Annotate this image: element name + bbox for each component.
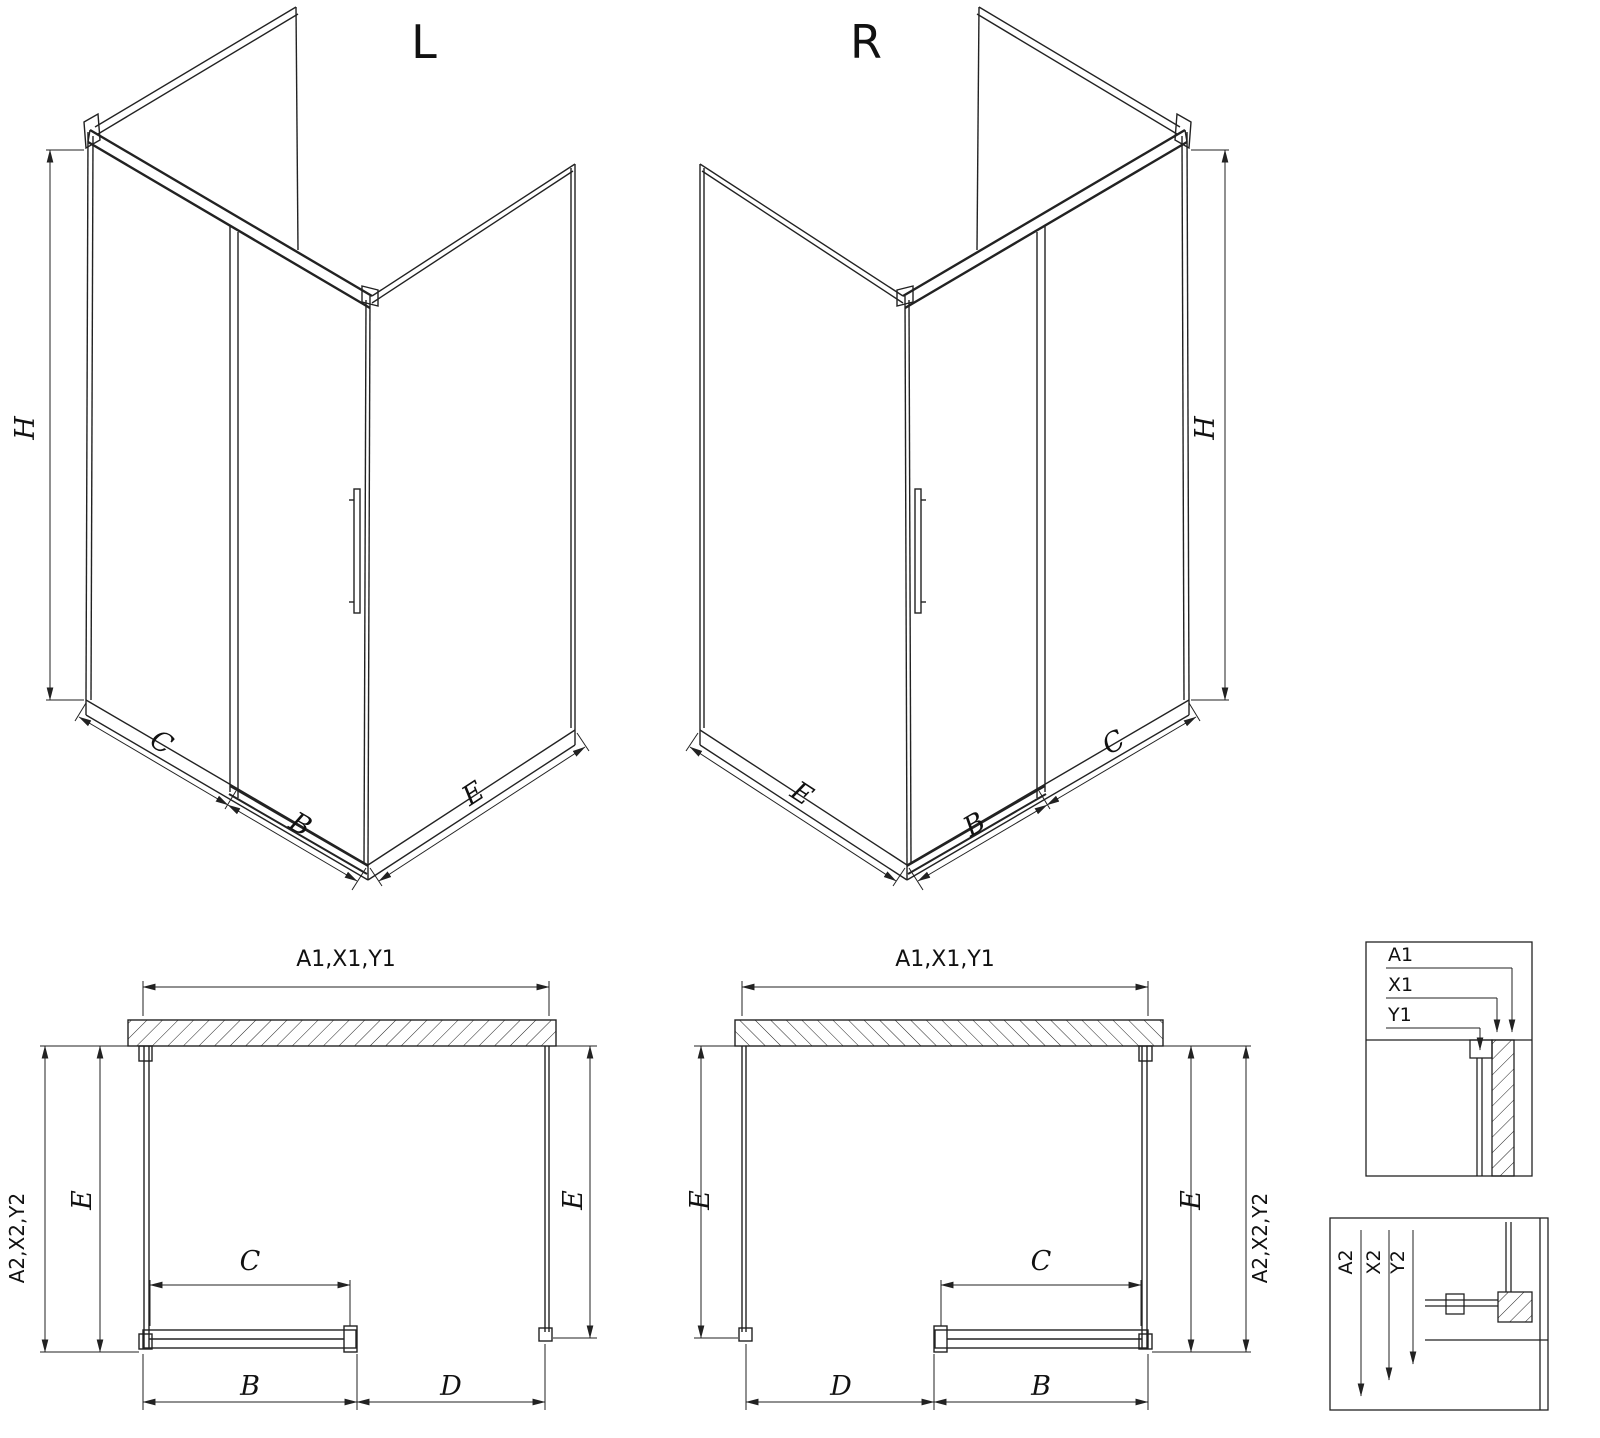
detail-label-y2: Y2 (1387, 1250, 1409, 1275)
detail-leaders (1357, 1230, 1417, 1397)
door-handle (349, 488, 361, 614)
dim-label-a1: A1,X1,Y1 (895, 947, 995, 972)
plan-view-left-geometry (40, 981, 597, 1410)
wall-bracket (83, 112, 101, 150)
dim-label-e: E (558, 1190, 589, 1211)
dim-label-a2: A2,X2,Y2 (1248, 1193, 1272, 1284)
dimension-depth (369, 732, 590, 887)
detail-label-y1: Y1 (1387, 1004, 1412, 1026)
iso-view-left-geometry (46, 6, 590, 891)
dimension-a1 (142, 981, 550, 1016)
detail-label-a2: A2 (1335, 1249, 1357, 1274)
left-glass-plan (138, 1045, 153, 1350)
view-title-right: R (850, 15, 882, 69)
dimension-width-chain (74, 702, 367, 891)
wall-section-hatched (1491, 1039, 1515, 1177)
dim-label-b: B (239, 1371, 260, 1402)
dim-label-h: H (1190, 416, 1221, 441)
top-rail (83, 112, 373, 310)
dimension-c (149, 1280, 351, 1326)
dim-label-h: H (10, 416, 41, 441)
detail-frame (1329, 1217, 1549, 1411)
dim-label-b: B (1030, 1371, 1051, 1402)
dim-label-c: C (240, 1246, 261, 1277)
sliding-door-plan (142, 1325, 358, 1353)
dimension-b-d (142, 1344, 546, 1410)
dim-label-a1: A1,X1,Y1 (296, 947, 396, 972)
dim-label-e: E (1176, 1190, 1207, 1211)
detail-frame (1365, 941, 1533, 1177)
view-title-left: L (411, 15, 437, 69)
dimension-height (46, 149, 84, 701)
wall-section-hatched (127, 1019, 557, 1047)
detail-label-x1: X1 (1388, 974, 1413, 996)
roller-fitting (1445, 1293, 1465, 1315)
right-glass-plan (538, 1046, 553, 1342)
dimension-e-left-a2 (40, 1045, 139, 1353)
detail-leaders (1386, 967, 1516, 1051)
dim-label-d: D (829, 1371, 852, 1402)
wall-profile-hatched (1497, 1291, 1533, 1323)
detail-view-bottom (1329, 1217, 1549, 1411)
corner-post (361, 285, 379, 866)
dim-label-e: E (67, 1190, 98, 1211)
dimension-e-right (553, 1045, 597, 1339)
detail-label-x2: X2 (1363, 1249, 1385, 1274)
detail-label-a1: A1 (1388, 944, 1413, 966)
dim-label-c: C (1031, 1246, 1052, 1277)
corner-connector (361, 285, 379, 307)
dim-label-e: E (685, 1190, 716, 1211)
dim-label-d: D (439, 1371, 462, 1402)
far-side-panel (94, 6, 299, 251)
dim-label-a2: A2,X2,Y2 (5, 1193, 29, 1284)
detail-view-top (1365, 941, 1533, 1177)
